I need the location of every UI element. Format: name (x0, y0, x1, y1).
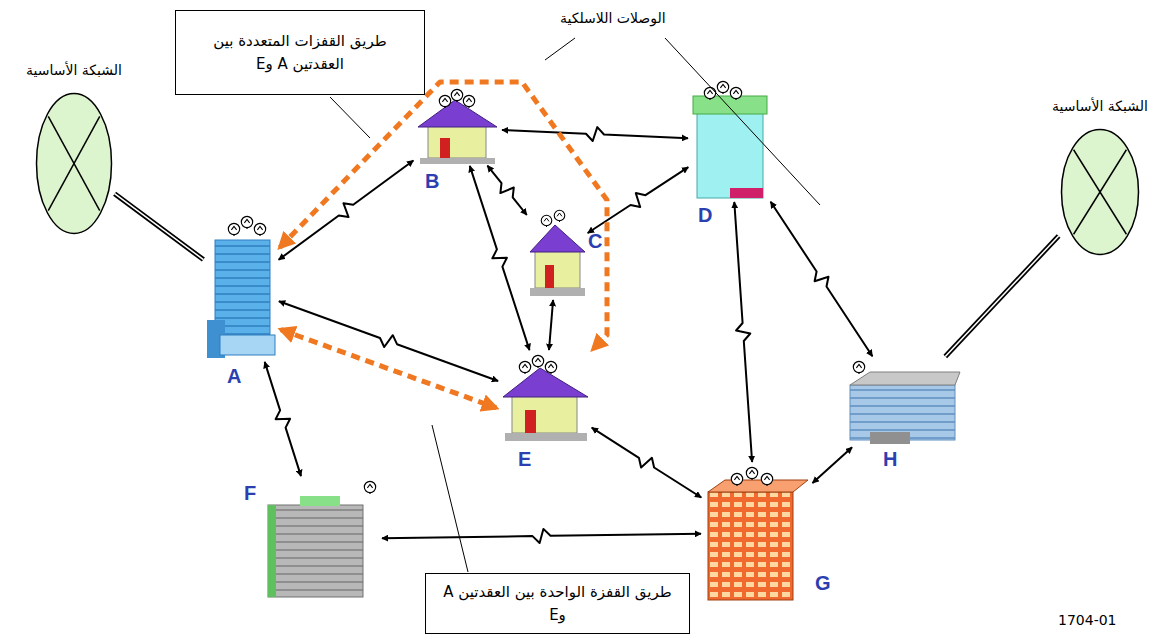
wireless-link (813, 447, 853, 483)
network-node: C (528, 208, 586, 298)
core-network-ellipse: الشبكة الأساسية (35, 92, 113, 235)
wireless-link (502, 127, 688, 141)
wireless-link (549, 300, 553, 350)
network-label: الشبكة الأساسية (26, 62, 122, 78)
network-node: H (845, 358, 960, 446)
wireless-link (592, 428, 702, 498)
ellipse-outline (1060, 128, 1140, 256)
house-e (503, 355, 588, 441)
network-node: G (703, 464, 811, 602)
callout-text: طريق القفزة الواحدة بين العقدتين A وE (436, 581, 679, 626)
node-letter: D (698, 204, 712, 227)
building-a (207, 216, 275, 358)
wireless-link (279, 161, 414, 260)
network-node: B (415, 92, 500, 164)
annotation-label: الوصلات اللاسلكية (560, 10, 666, 26)
figure-number: 1704-01 (1058, 612, 1117, 628)
wireless-link (487, 166, 526, 215)
core-link (945, 236, 1058, 357)
core-network-ellipse: الشبكة الأساسية (1060, 128, 1140, 256)
wireless-link (771, 202, 873, 357)
node-letter: F (244, 482, 256, 505)
core-link-inner (945, 236, 1058, 357)
callout-text: طريق القفزات المتعددة بين العقدتين A وE (186, 30, 414, 75)
wireless-link (734, 202, 752, 462)
house-b (418, 89, 497, 164)
network-node: F (262, 478, 380, 600)
network-node: E (500, 352, 590, 444)
wireless-link (382, 529, 701, 543)
ellipse-outline (35, 92, 113, 235)
core-link-inner (115, 194, 204, 260)
wireless-link (470, 166, 530, 350)
node-letter: B (425, 170, 439, 193)
node-letter: C (588, 230, 602, 253)
wireless-link (265, 362, 301, 476)
single-hop-path (281, 330, 496, 408)
node-letter: H (883, 448, 897, 471)
node-letter: A (227, 365, 241, 388)
multi-hop-path (280, 82, 607, 349)
building-g (708, 467, 808, 600)
callout-box: طريق القفزات المتعددة بين العقدتين A وE (175, 10, 425, 95)
core-link (115, 194, 204, 260)
building-f (268, 481, 376, 597)
node-letter: G (815, 572, 831, 595)
callout-box: طريق القفزة الواحدة بين العقدتين A وE (425, 573, 690, 634)
building-h (850, 361, 960, 444)
network-node: D (690, 80, 770, 200)
house-c (530, 210, 585, 296)
wireless-link (588, 167, 689, 233)
network-label: الشبكة الأساسية (1052, 98, 1148, 114)
network-node: A (205, 215, 277, 360)
node-letter: E (518, 448, 531, 471)
leader-lines (330, 38, 820, 572)
store-d (693, 81, 767, 198)
